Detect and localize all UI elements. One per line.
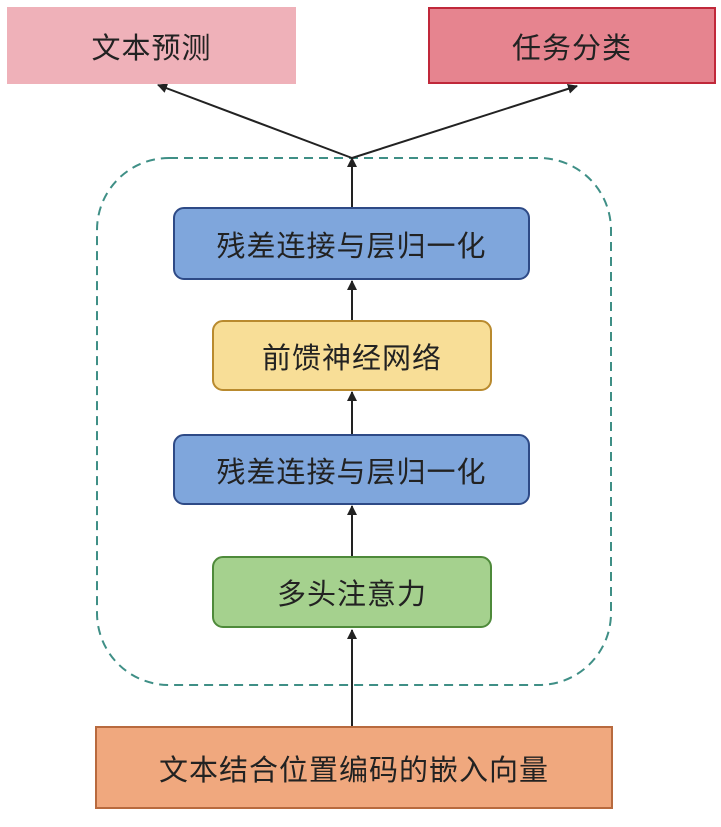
feed-forward-node: 前馈神经网络 <box>212 320 492 391</box>
edge-split-to-task-classification <box>351 83 578 159</box>
input-embedding-node: 文本结合位置编码的嵌入向量 <box>95 726 613 809</box>
task-classification-node: 任务分类 <box>428 7 716 84</box>
text-prediction-node: 文本预测 <box>7 7 296 84</box>
residual-norm-top-node: 残差连接与层归一化 <box>173 207 530 280</box>
multi-head-attention-node: 多头注意力 <box>212 556 492 628</box>
edge-split-to-text-prediction <box>157 83 353 159</box>
residual-norm-bottom-node: 残差连接与层归一化 <box>173 434 530 505</box>
